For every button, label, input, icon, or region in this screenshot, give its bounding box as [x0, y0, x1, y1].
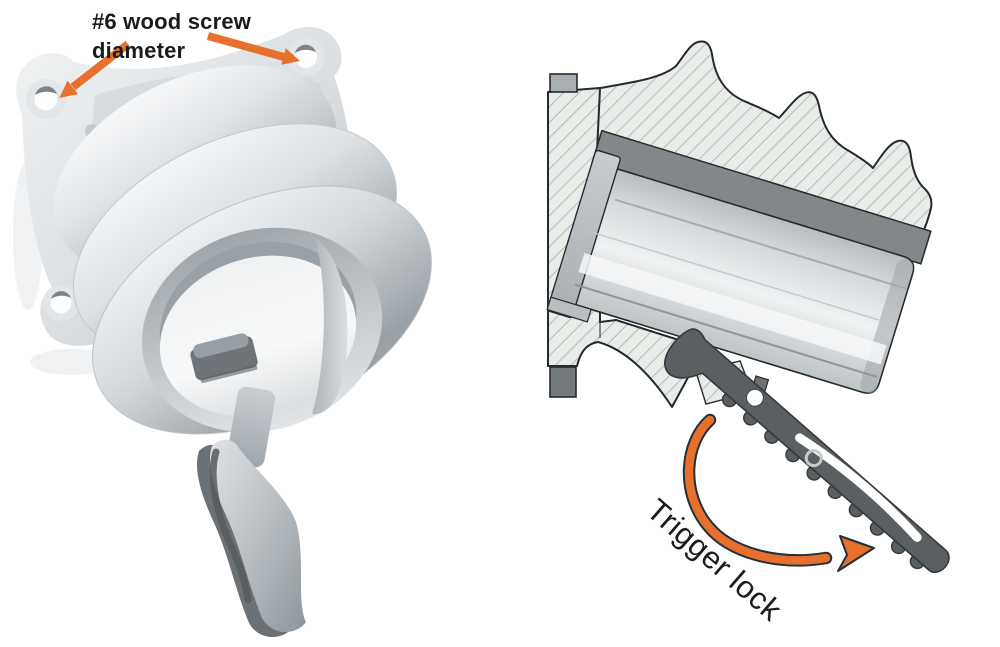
- rotation-arrow: [682, 413, 875, 572]
- screw-hole-top-left: [26, 79, 66, 119]
- latch-block: [190, 333, 258, 384]
- lever-ring-hole: [804, 449, 823, 468]
- inserted-cylinder: [546, 129, 932, 394]
- lever-body: [663, 328, 950, 573]
- lever-tongue: [226, 386, 276, 468]
- section-view-figure: [546, 40, 950, 573]
- screw-annotation-line-2: diameter: [92, 38, 186, 63]
- screw-arrow-left: [59, 40, 131, 98]
- screw-annotation-line-1: #6 wood screw: [92, 9, 252, 34]
- lever-slot: [795, 433, 922, 542]
- trigger-lever: [196, 386, 306, 638]
- section-finned-wall: [596, 40, 933, 252]
- flange-cap-top: [549, 73, 578, 93]
- screw-hole-bottom-left: [43, 285, 79, 321]
- bracket-render-figure: [13, 26, 432, 638]
- cup-opening: [141, 227, 383, 433]
- screw-hole-top-right: [287, 38, 325, 76]
- lever-pivot-hole: [745, 388, 765, 407]
- screw-diameter-annotation: #6 wood screw diameter: [92, 7, 251, 65]
- inner-divider-panel: [312, 238, 348, 415]
- flange-cap-bottom: [549, 366, 577, 398]
- section-flange: [547, 73, 705, 408]
- screw-arrow-right: [206, 32, 300, 65]
- trigger-lock-lever: [663, 328, 950, 573]
